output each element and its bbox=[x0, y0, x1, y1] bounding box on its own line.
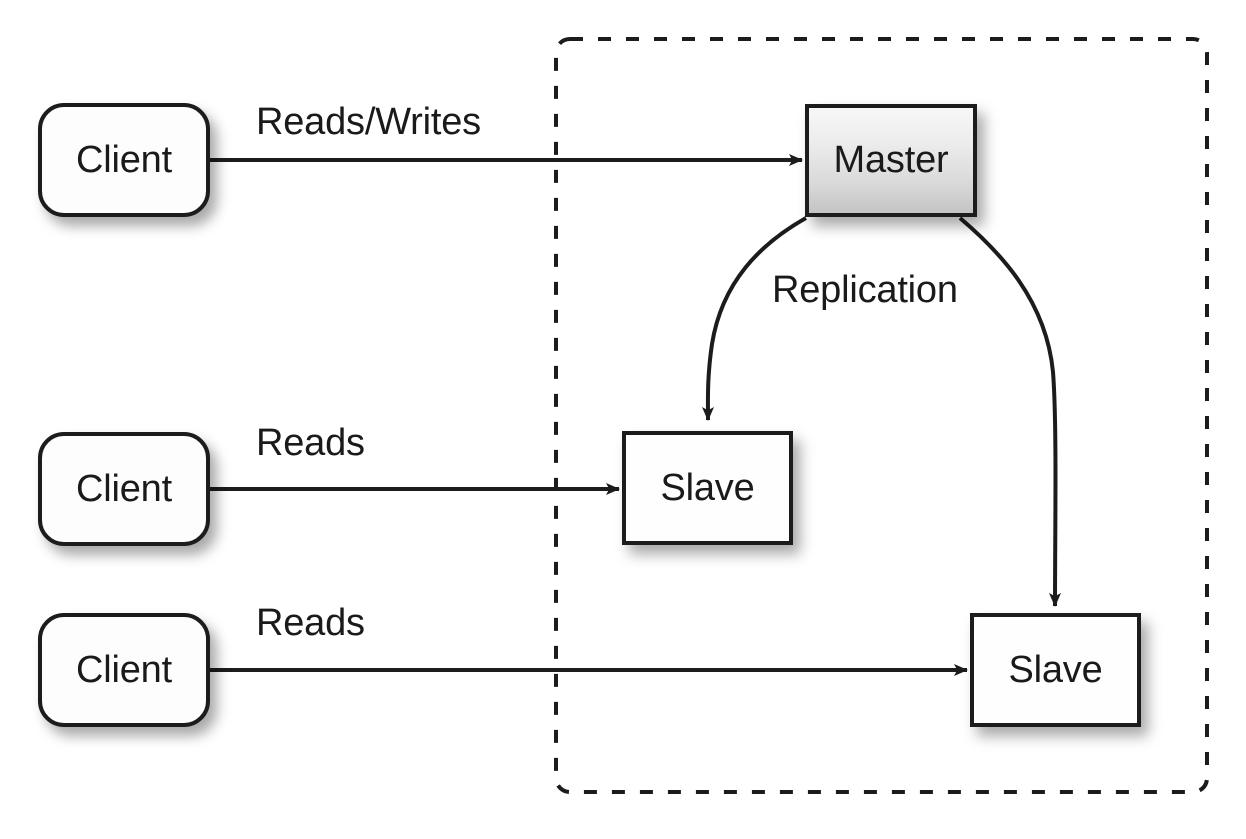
node-label: Client bbox=[76, 467, 172, 510]
node-slave-top[interactable]: Slave bbox=[622, 431, 793, 545]
node-client-top[interactable]: Client bbox=[38, 103, 210, 217]
edge-master-to-slave-bottom bbox=[958, 216, 1062, 607]
node-label: Client bbox=[76, 138, 172, 181]
node-client-middle[interactable]: Client bbox=[38, 432, 210, 546]
cluster-boundary-rect bbox=[554, 37, 1209, 794]
node-label: Slave bbox=[660, 466, 755, 509]
edge-label-reads-writes: Reads/Writes bbox=[256, 101, 481, 143]
node-client-bottom[interactable]: Client bbox=[38, 613, 210, 727]
node-slave-bottom[interactable]: Slave bbox=[970, 613, 1141, 727]
node-master[interactable]: Master bbox=[805, 104, 977, 217]
edge-label-reads-bottom: Reads bbox=[256, 602, 365, 644]
edge-label-replication: Replication bbox=[772, 269, 958, 311]
node-label: Slave bbox=[1008, 648, 1103, 691]
edge-label-reads-middle: Reads bbox=[256, 422, 365, 464]
edge-master-to-slave-top bbox=[701, 216, 807, 421]
node-label: Master bbox=[833, 139, 949, 181]
node-label: Client bbox=[76, 648, 172, 691]
